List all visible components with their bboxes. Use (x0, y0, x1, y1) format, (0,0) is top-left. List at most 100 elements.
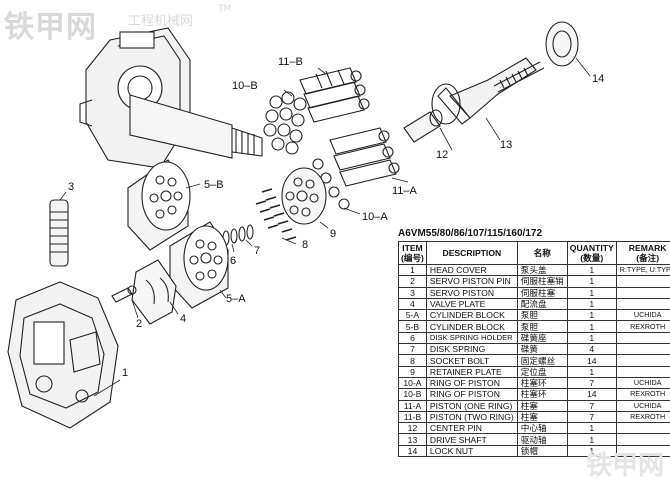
watermark-top: 铁甲网 工程机械网 TM (4, 2, 97, 46)
row-remark (616, 344, 670, 355)
row-description: VALVE PLATE (426, 298, 517, 309)
servo-piston-drawing (50, 200, 68, 266)
row-name-cn: 中心轴 (517, 423, 567, 434)
callout-7: 7 (254, 245, 260, 257)
row-quantity: 1 (567, 276, 616, 287)
center-pin-drawing (404, 110, 442, 142)
row-name-cn: 伺服柱塞销 (517, 276, 567, 287)
row-remark: UCHIDA (616, 377, 670, 388)
parts-table-header: ITEM(编号) DESCRIPTION 名称 QUANTITY(数量) REM… (399, 242, 670, 265)
pistons-two-ring-drawing (300, 68, 369, 122)
cylinder-block-b-drawing (128, 160, 190, 250)
row-quantity: 1 (567, 298, 616, 309)
row-item: 6 (399, 332, 427, 343)
callout-14: 14 (592, 73, 604, 85)
row-remark (616, 332, 670, 343)
callout-10b: 10–B (232, 80, 258, 92)
callout-1: 1 (122, 367, 128, 379)
head-cover-drawing (8, 282, 118, 428)
model-title: A6VM55/80/86/107/115/160/172 (398, 228, 542, 239)
row-description: LOCK NUT (426, 445, 517, 456)
row-description: RETAINER PLATE (426, 366, 517, 377)
row-name-cn: 锁帽 (517, 445, 567, 456)
row-quantity: 14 (567, 389, 616, 400)
row-quantity: 1 (567, 321, 616, 332)
row-description: SERVO PISTON (426, 287, 517, 298)
row-item: 4 (399, 298, 427, 309)
valve-plate-drawing (132, 260, 176, 324)
row-remark (616, 423, 670, 434)
row-description: RING OF PISTON (426, 377, 517, 388)
row-name-cn: 配流盘 (517, 298, 567, 309)
row-description: SOCKET BOLT (426, 355, 517, 366)
row-quantity: 1 (567, 265, 616, 276)
row-quantity: 1 (567, 434, 616, 445)
callout-9: 9 (330, 228, 336, 240)
row-item: 12 (399, 423, 427, 434)
row-item: 10-A (399, 377, 427, 388)
row-quantity: 7 (567, 400, 616, 411)
row-description: PISTON (ONE RING) (426, 400, 517, 411)
row-remark (616, 298, 670, 309)
row-item: 11-A (399, 400, 427, 411)
callout-5a: 5–A (226, 293, 246, 305)
watermark-main: 铁甲网 (4, 10, 97, 45)
row-description: CYLINDER BLOCK (426, 321, 517, 332)
watermark-corner: 铁甲网 (586, 445, 664, 482)
header-description: DESCRIPTION (426, 242, 517, 265)
header-item: ITEM(编号) (399, 242, 427, 265)
row-name-cn: 驱动轴 (517, 434, 567, 445)
row-item: 3 (399, 287, 427, 298)
row-description: CYLINDER BLOCK (426, 310, 517, 321)
callout-11a: 11–A (392, 185, 418, 197)
row-description: HEAD COVER (426, 265, 517, 276)
callout-10a: 10–A (362, 211, 388, 223)
row-name-cn: 碟簧座 (517, 332, 567, 343)
row-quantity: 7 (567, 411, 616, 422)
row-name-cn: 柱塞 (517, 411, 567, 422)
row-description: DISK SPRING (426, 344, 517, 355)
row-remark: R:TYPE, U:TYPE (616, 265, 670, 276)
callout-11b: 11–B (278, 56, 303, 68)
row-quantity: 7 (567, 377, 616, 388)
row-item: 9 (399, 366, 427, 377)
row-name-cn: 伺服柱塞 (517, 287, 567, 298)
row-name-cn: 固定螺丝 (517, 355, 567, 366)
retainer-plate-drawing (282, 168, 326, 224)
callout-4: 4 (180, 313, 186, 325)
row-item: 8 (399, 355, 427, 366)
row-item: 10-B (399, 389, 427, 400)
drive-shaft-drawing (432, 58, 544, 124)
row-item: 7 (399, 344, 427, 355)
row-description: RING OF PISTON (426, 389, 517, 400)
header-name-cn: 名称 (517, 242, 567, 265)
rings-ten-b-drawing (264, 92, 306, 154)
row-remark: UCHIDA (616, 310, 670, 321)
row-quantity: 1 (567, 366, 616, 377)
callout-2: 2 (136, 318, 142, 330)
callout-13: 13 (500, 139, 512, 151)
row-quantity: 1 (567, 423, 616, 434)
upper-housing-drawing (80, 28, 262, 168)
header-remark: REMARK(备注) (616, 242, 670, 265)
row-remark: REXROTH (616, 389, 670, 400)
row-quantity: 4 (567, 344, 616, 355)
row-item: 2 (399, 276, 427, 287)
row-description: CENTER PIN (426, 423, 517, 434)
row-remark: REXROTH (616, 411, 670, 422)
row-name-cn: 泵胆 (517, 321, 567, 332)
row-item: 13 (399, 434, 427, 445)
